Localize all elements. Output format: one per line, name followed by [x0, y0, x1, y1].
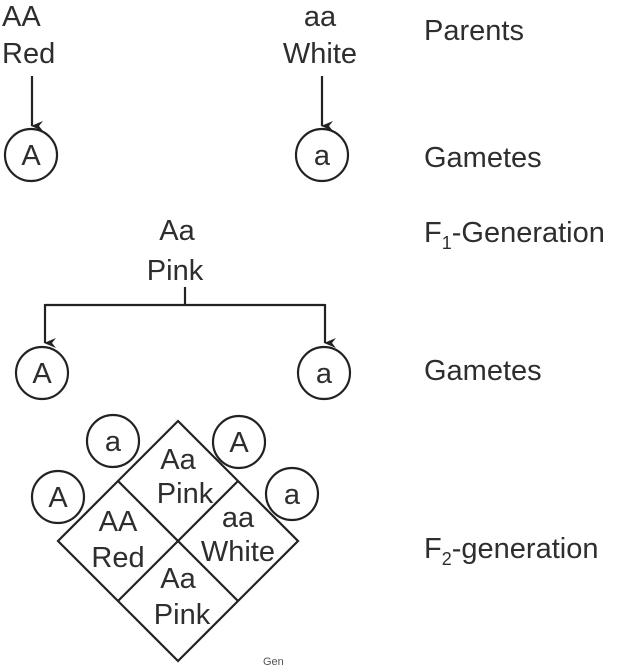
- parent-right-phenotype: White: [283, 38, 357, 70]
- f1-offspring: Aa Pink A a: [14, 215, 352, 401]
- gamete-label: a: [316, 358, 333, 390]
- cell-top-genotype: Aa: [160, 444, 196, 476]
- gamete-circle: [30, 469, 86, 525]
- gamete-label: a: [105, 426, 122, 458]
- punnett-square: a A A a Aa Pink AA Red aa White Aa Pink: [30, 413, 320, 663]
- gamete-circle: [3, 127, 59, 183]
- gamete-circle: [294, 127, 350, 183]
- label-f1-generation: F1-Generation: [424, 217, 605, 253]
- cell-left-phenotype: Red: [91, 542, 144, 574]
- cell-right-phenotype: White: [201, 536, 275, 568]
- gamete-label: a: [284, 479, 301, 511]
- gamete-label: A: [229, 427, 249, 459]
- parent-left: AA Red A: [2, 1, 59, 183]
- parent-left-phenotype: Red: [2, 38, 55, 70]
- gamete-label: A: [21, 140, 41, 172]
- cell-top-phenotype: Pink: [157, 478, 214, 510]
- punnett-grid: [117, 480, 239, 602]
- gamete-label: A: [32, 358, 52, 390]
- f1-phenotype: Pink: [147, 255, 204, 287]
- gamete-circle: [211, 414, 267, 470]
- gamete-label: a: [314, 140, 331, 172]
- gamete-label: A: [48, 482, 68, 514]
- gamete-circle: [264, 466, 320, 522]
- f1-genotype: Aa: [159, 215, 195, 247]
- cell-left-genotype: AA: [99, 506, 138, 538]
- cell-right-genotype: aa: [222, 502, 255, 534]
- cell-bottom-genotype: Aa: [160, 563, 196, 595]
- parent-right: aa White a: [283, 1, 357, 183]
- branch-connector: [45, 287, 325, 307]
- label-f2-generation: F2-generation: [424, 533, 598, 569]
- gamete-circle: [85, 413, 141, 469]
- cell-bottom-phenotype: Pink: [154, 599, 211, 631]
- gamete-circle: [296, 345, 352, 401]
- watermark: Gen: [263, 656, 284, 668]
- gamete-circle: [14, 345, 70, 401]
- label-parents: Parents: [424, 15, 524, 47]
- label-gametes: Gametes: [424, 142, 542, 174]
- label-gametes: Gametes: [424, 355, 542, 387]
- parent-right-genotype: aa: [304, 1, 337, 33]
- punnett-border: [56, 419, 300, 663]
- parent-left-genotype: AA: [2, 1, 41, 33]
